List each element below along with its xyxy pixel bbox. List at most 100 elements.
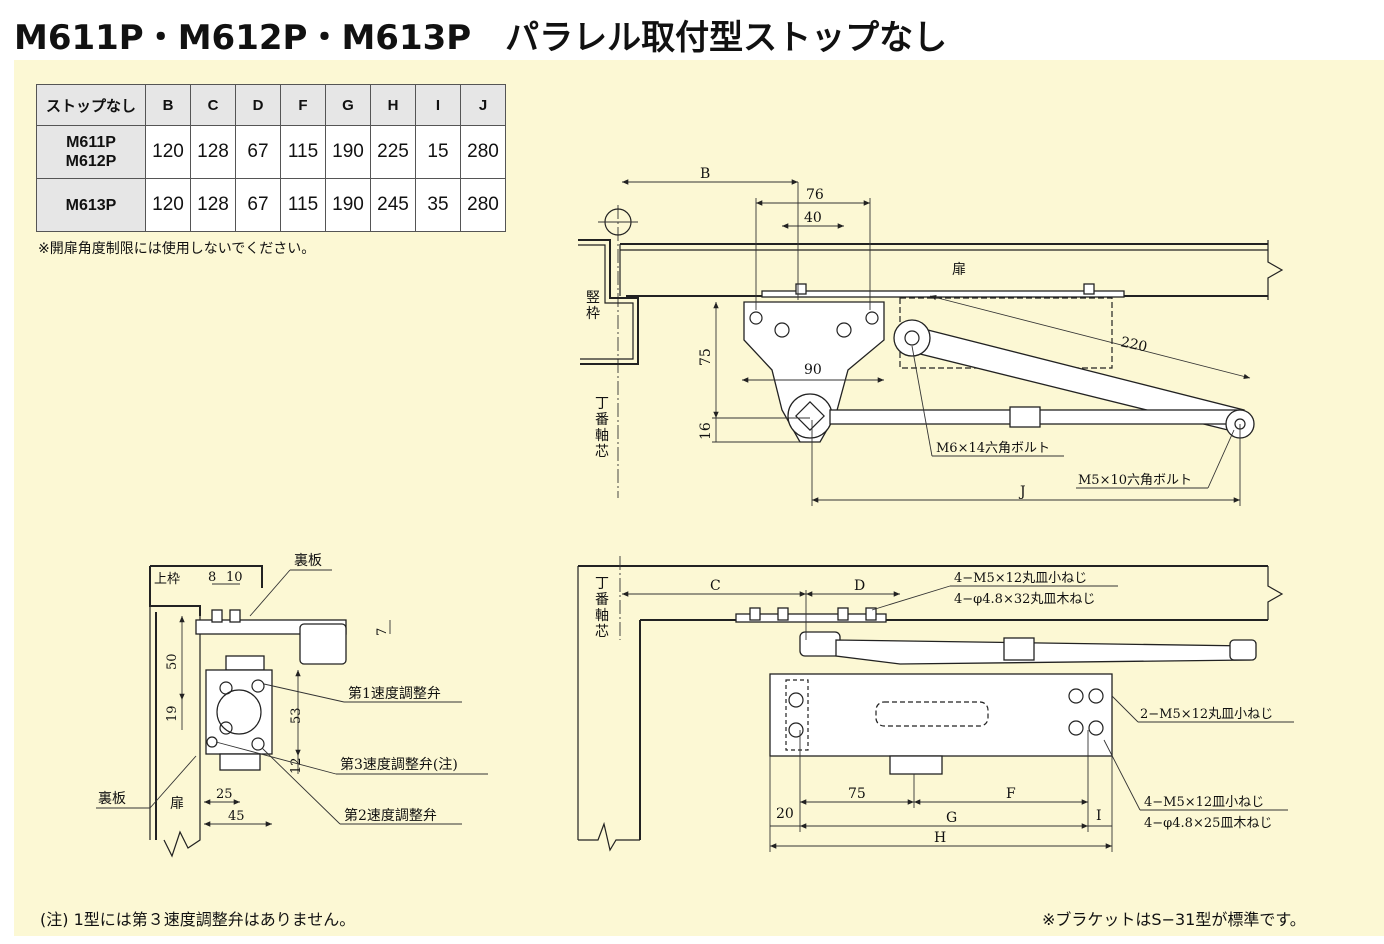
body-label-recess xyxy=(875,701,989,727)
bracket-hole xyxy=(836,322,852,338)
table-cell: 190 xyxy=(325,178,371,232)
dim-label-75: 75 xyxy=(848,786,866,802)
table-header-cell: I xyxy=(415,84,461,126)
dim-label-220: 220 xyxy=(1119,334,1148,355)
plate-screw xyxy=(837,607,849,621)
dim-label-16: 16 xyxy=(698,422,714,440)
table-model-cell: M611P M612P xyxy=(36,125,146,179)
dim-label-19: 19 xyxy=(165,705,180,722)
plate-screw xyxy=(229,609,241,623)
footnote-left: (注) 1型には第３速度調整弁はありません。 xyxy=(40,910,356,929)
hinge-axis-label: 丁 xyxy=(595,396,609,412)
back-plate-label-left: 裏板 xyxy=(98,790,126,807)
table-cell: 280 xyxy=(460,178,506,232)
closer-body-end xyxy=(205,669,273,755)
dim-label-12: 12 xyxy=(289,757,304,774)
plate-screw xyxy=(1083,283,1095,295)
mount-hole xyxy=(1088,720,1104,736)
closer-bracket xyxy=(743,301,885,443)
bolt-m5-label: M5×10六角ボルト xyxy=(1078,473,1192,488)
mounting-plate xyxy=(761,290,1125,298)
arm-shoe xyxy=(299,623,347,665)
head-frame-label: 上枠 xyxy=(154,572,180,587)
table-header-row: ストップなし B C D F G H I J xyxy=(36,84,506,126)
dim-label-b: B xyxy=(700,166,710,182)
dim-label-40: 40 xyxy=(804,210,822,226)
table-model-cell: M613P xyxy=(36,178,146,232)
leader-line xyxy=(263,683,345,703)
plate-screw xyxy=(777,607,789,621)
front-view: C D 75 F 20 G I H 丁 番 軸 芯 4−M5×12丸皿小ねじ 4… xyxy=(577,556,1294,852)
jamb-label: 枠 xyxy=(586,306,600,322)
dim-label-f: F xyxy=(1006,786,1016,802)
bracket-hole xyxy=(865,311,879,325)
dim-label-53: 53 xyxy=(289,707,304,724)
door-label: 扉 xyxy=(170,796,184,812)
speed-valve-2 xyxy=(251,737,265,751)
table-cell: 35 xyxy=(415,178,461,232)
closer-spindle xyxy=(219,753,261,771)
dim-label-i: I xyxy=(1096,808,1102,824)
dim-label-20: 20 xyxy=(776,806,794,822)
dim-label-d: D xyxy=(854,578,865,594)
leader-line xyxy=(871,585,951,611)
model-name: M612P xyxy=(65,153,117,170)
screw-hole xyxy=(219,721,233,735)
dim-label-8: 8 xyxy=(208,570,216,585)
dim-label-j: J xyxy=(1018,484,1026,500)
screw-hole xyxy=(219,681,233,695)
door-label: 扉 xyxy=(952,262,966,278)
table-cell: 115 xyxy=(280,178,326,232)
bolt-m6-label: M6×14六角ボルト xyxy=(936,441,1050,456)
jamb-frame xyxy=(578,239,639,365)
speed-valve-1 xyxy=(251,679,265,693)
top-view: B 76 40 90 75 16 220 J 扉 竪 枠 丁 番 軸 芯 M6×… xyxy=(578,166,1284,506)
screw-spec-label: 4−M5×12皿小ねじ xyxy=(1144,795,1264,810)
hinge-axis-label: 軸 xyxy=(595,428,609,444)
table-cell: 128 xyxy=(190,125,236,179)
bracket-hole xyxy=(774,322,790,338)
table-cell: 120 xyxy=(145,178,191,232)
screw-spec-label: 4−φ4.8×25皿木ねじ xyxy=(1144,816,1272,831)
hinge-axis-label: 番 xyxy=(595,592,609,608)
break-mark xyxy=(1267,240,1284,300)
hinge-axis-label: 丁 xyxy=(595,576,609,592)
arm-pivot xyxy=(893,319,931,357)
leader-line xyxy=(911,345,933,457)
plate-screw xyxy=(795,283,807,295)
plate-screw xyxy=(211,609,223,623)
leader-line xyxy=(1103,739,1141,811)
mounting-plate xyxy=(735,613,887,623)
dim-label-76: 76 xyxy=(806,187,824,203)
table-header-cell: G xyxy=(325,84,371,126)
mount-hole xyxy=(1068,720,1084,736)
pivot-nut xyxy=(225,655,265,671)
dim-label-90: 90 xyxy=(804,362,822,378)
rod-adjuster xyxy=(1003,637,1035,661)
leader-line xyxy=(215,741,337,775)
dim-label-45: 45 xyxy=(228,809,245,824)
table-row: M613P 120 128 67 115 190 245 35 280 xyxy=(36,178,506,232)
dim-label-10: 10 xyxy=(226,570,243,585)
hinge-axis-label: 番 xyxy=(595,412,609,428)
leader-line xyxy=(1111,695,1139,723)
back-plate-label-top: 裏板 xyxy=(294,552,322,569)
dim-label-h: H xyxy=(934,830,946,846)
screw-spec-label: 2−M5×12丸皿小ねじ xyxy=(1140,707,1273,722)
break-mark xyxy=(578,821,640,852)
dim-label-g: G xyxy=(946,810,957,826)
head-frame-return xyxy=(149,566,201,616)
head-frame xyxy=(150,565,263,588)
table-cell: 190 xyxy=(325,125,371,179)
table-header-cell: D xyxy=(235,84,281,126)
leader-line xyxy=(261,747,341,825)
dim-label-50: 50 xyxy=(165,653,180,670)
leader-line xyxy=(1207,429,1235,489)
side-view: 8 10 7 50 19 53 12 25 45 上枠 裏板 裏板 扉 第1速度… xyxy=(96,552,488,858)
plate-screw xyxy=(749,607,761,621)
plate-screw xyxy=(865,607,877,621)
closer-body xyxy=(769,673,1113,757)
valve-ring xyxy=(216,689,262,735)
pivot-boss xyxy=(787,393,833,439)
